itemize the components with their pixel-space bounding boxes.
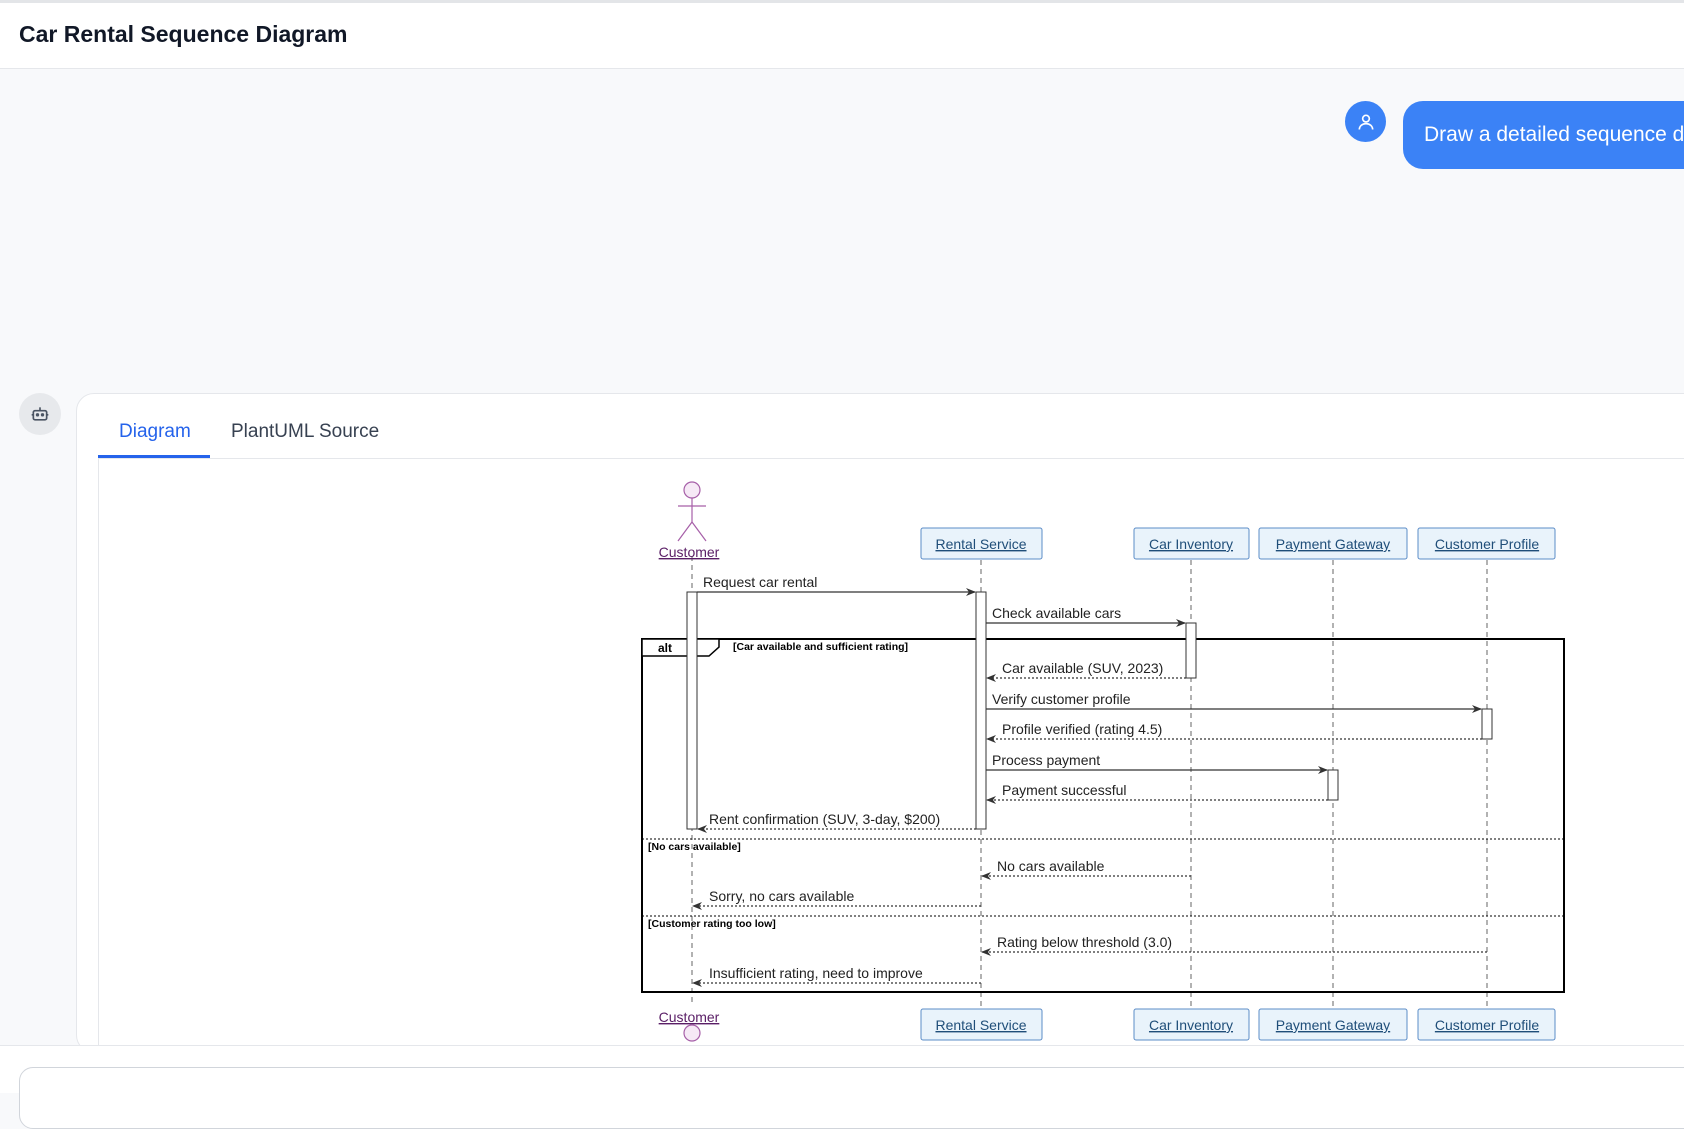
alt-condition-3: [Customer rating too low] [648,918,776,930]
message-label: Profile verified (rating 4.5) [1002,721,1162,737]
participant-rental-service-top: Rental Service [920,527,1043,560]
message-label: Check available cars [992,605,1121,621]
participant-label: Customer Profile [1435,1017,1539,1033]
alt-condition-1: [Car available and sufficient rating] [733,641,908,653]
message-label: Payment successful [1002,782,1127,798]
message-label: Sorry, no cars available [709,888,854,904]
top-strip [0,0,1684,3]
participant-customer-profile-bottom: Customer Profile [1417,1008,1556,1041]
bot-avatar [19,393,61,435]
tab-diagram[interactable]: Diagram [119,421,191,442]
message-label: Rating below threshold (3.0) [997,934,1172,950]
message-label: Insufficient rating, need to improve [709,965,923,981]
actor-customer-bottom: Customer [659,1009,720,1042]
actor-label-bottom: Customer [659,1009,720,1025]
actor-label-top: Customer [659,544,720,560]
participant-payment-gateway-top: Payment Gateway [1258,527,1408,560]
actor-customer-top: Customer [659,481,720,560]
participant-label: Rental Service [935,1017,1026,1033]
participant-label: Payment Gateway [1276,1017,1390,1033]
page-title: Car Rental Sequence Diagram [19,21,348,47]
user-icon [1358,114,1373,130]
participant-car-inventory-top: Car Inventory [1133,527,1250,560]
robot-icon [31,407,49,421]
message-label: Request car rental [703,574,817,590]
participant-label: Car Inventory [1149,536,1233,552]
message-label: Rent confirmation (SUV, 3-day, $200) [709,811,940,827]
app-header: Car Rental Sequence Diagram [0,3,1684,69]
message-label: Car available (SUV, 2023) [1002,660,1163,676]
alt-condition-2: [No cars available] [648,841,741,853]
user-message-bubble: Draw a detailed sequence diagram [1403,101,1684,169]
participant-rental-service-bottom: Rental Service [920,1008,1043,1041]
alt-fragment: alt [Car available and sufficient rating… [641,638,1565,993]
user-avatar [1345,101,1386,142]
message-label: No cars available [997,858,1105,874]
participant-payment-gateway-bottom: Payment Gateway [1258,1008,1408,1041]
participant-customer-profile-top: Customer Profile [1417,527,1556,560]
participant-label: Car Inventory [1149,1017,1233,1033]
alt-keyword: alt [658,641,672,655]
sequence-diagram: Customer Rental Service Car Inventory Pa… [632,476,1571,1046]
message-label: Verify customer profile [992,691,1131,707]
participant-label: Customer Profile [1435,536,1539,552]
active-tab-indicator [98,455,210,458]
participant-label: Rental Service [935,536,1026,552]
tab-plantuml-source[interactable]: PlantUML Source [231,421,380,442]
message-label: Process payment [992,752,1100,768]
participant-label: Payment Gateway [1276,536,1390,552]
tabs-divider [98,458,1684,459]
participant-car-inventory-bottom: Car Inventory [1133,1008,1250,1041]
chat-input[interactable] [19,1067,1684,1129]
